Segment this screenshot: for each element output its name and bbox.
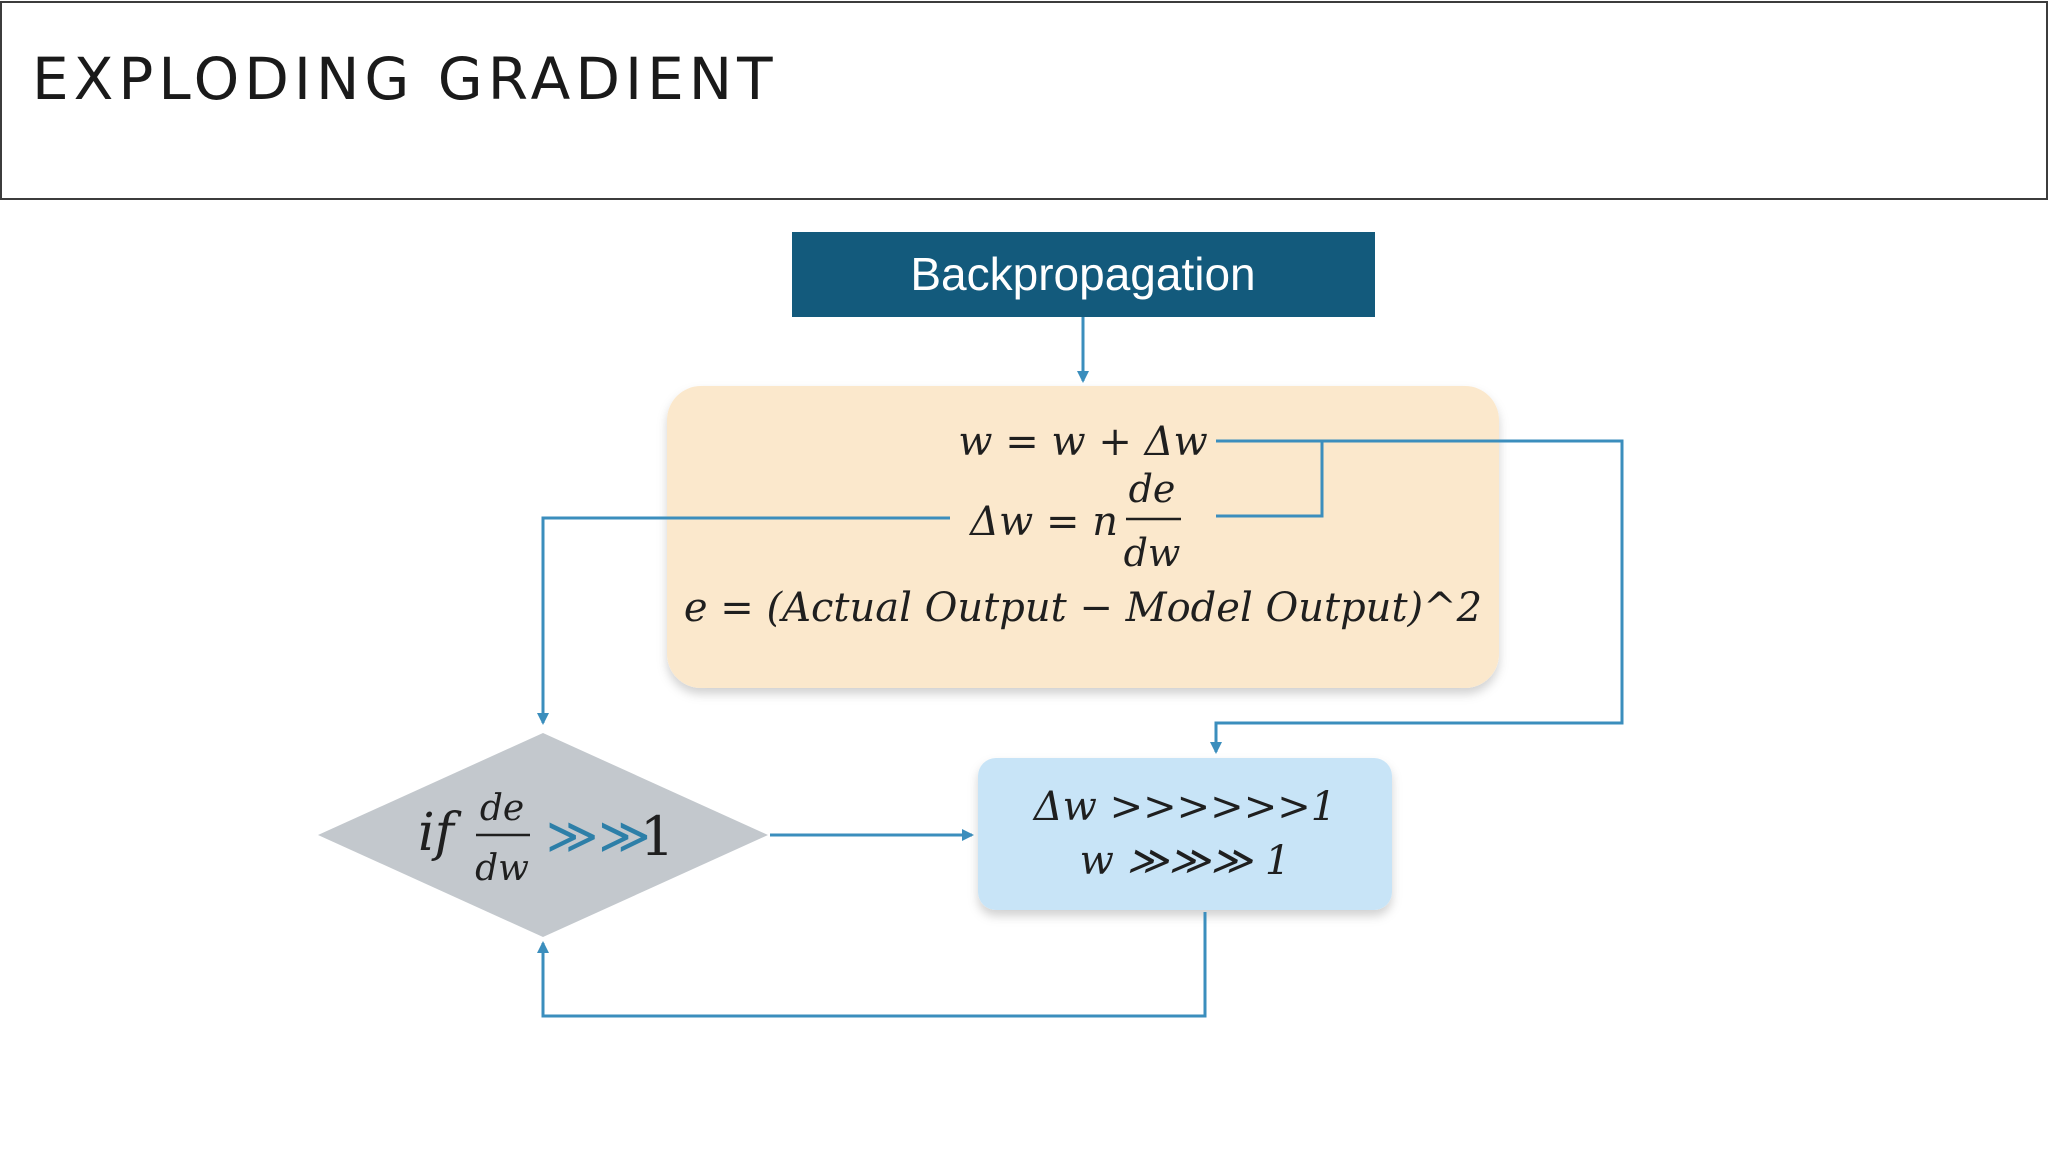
connector-bracket <box>1216 441 1324 518</box>
title-box: EXPLODING GRADIENT <box>0 1 2048 200</box>
formula-delta-w-numerator: de <box>1129 467 1176 511</box>
formula-delta-w-denominator: dw <box>1124 531 1181 575</box>
formula-box <box>667 386 1499 688</box>
result-w-exploding: w ≫≫≫ 1 <box>1080 838 1291 884</box>
connector-result-to-decision <box>537 912 1207 1018</box>
connector-formula-to-result <box>1210 439 1624 754</box>
formula-update-weight: w = w + Δw <box>958 419 1208 465</box>
decision-much-greater-arrows: ≫≫ <box>546 807 651 865</box>
connector-formula-to-decision <box>537 516 950 725</box>
decision-numerator: de <box>480 788 524 829</box>
formula-error: e = (Actual Output − Model Output)^2 <box>684 585 1482 631</box>
decision-denominator: dw <box>475 848 529 889</box>
backprop-header-label: Backpropagation <box>910 248 1255 300</box>
decision-diamond <box>318 733 768 937</box>
decision-threshold-value: 1 <box>640 805 674 868</box>
result-delta-w-exploding: Δw >>>>>>1 <box>1032 784 1336 830</box>
slide-title: EXPLODING GRADIENT <box>32 45 778 113</box>
backprop-header-box <box>792 232 1375 317</box>
formula-delta-w-prefix: Δw = n <box>968 499 1118 545</box>
result-box <box>978 758 1392 910</box>
